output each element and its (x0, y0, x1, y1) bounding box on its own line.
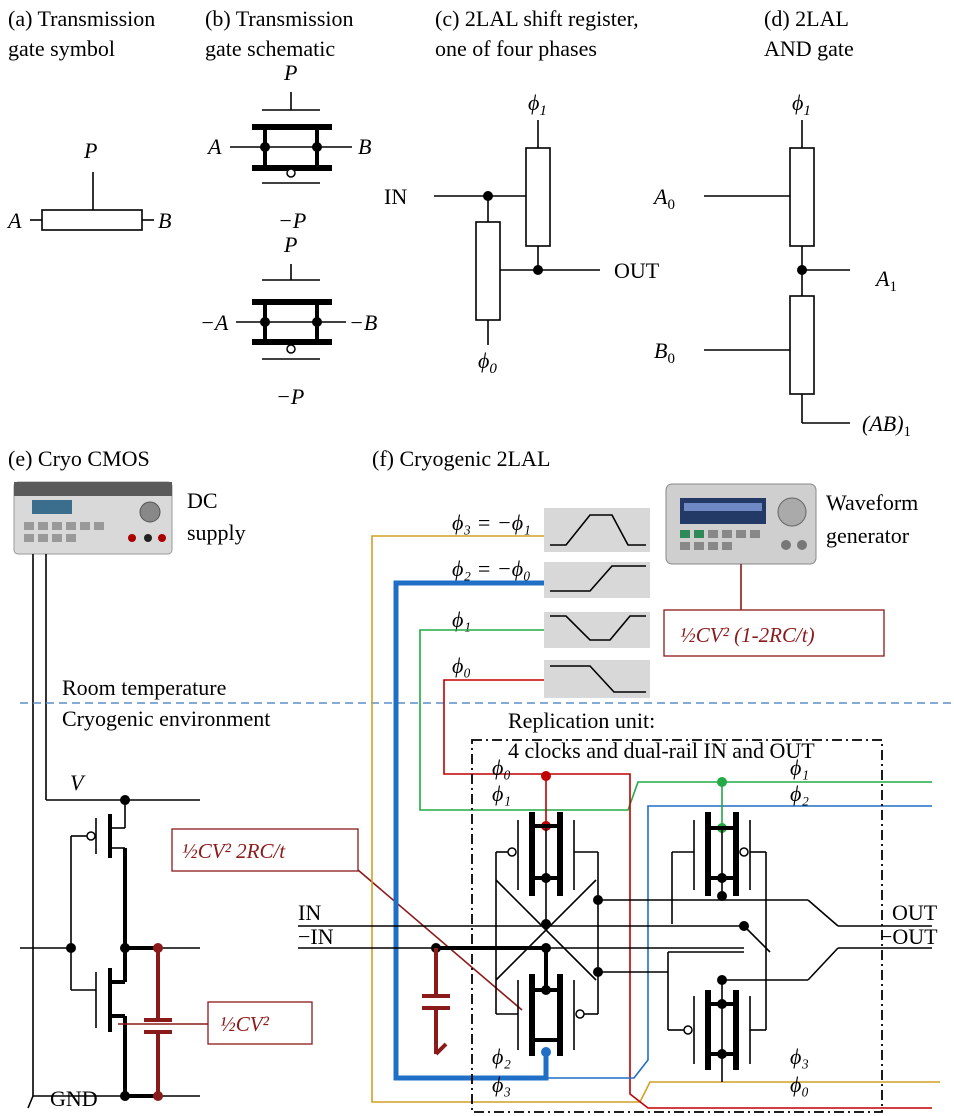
panel-a-title-2: gate symbol (8, 36, 115, 61)
panel-b-bot-b: −B (349, 310, 377, 335)
panel-b-top-p: P (283, 60, 297, 85)
unit-label-1: Replication unit: (508, 708, 655, 733)
phi2-waveform (544, 562, 650, 598)
panel-e-gnd: GND (50, 1086, 98, 1111)
panel-d-a0: A0 (652, 184, 675, 213)
panel-e-supply-1: DC (187, 488, 218, 513)
phi3-waveform (544, 508, 650, 552)
nmos-icon (71, 948, 127, 1096)
panel-e: (e) Cryo CMOS DC supply V GND (8, 446, 523, 1111)
panel-a-a: A (6, 208, 22, 233)
phi3-eq: ϕ₃ = −ϕ₁ (452, 510, 531, 535)
panel-a-p: P (83, 138, 97, 163)
dc-supply-icon (13, 481, 173, 555)
panel-d: (d) 2LAL AND gate ϕ1 A0 A1 B0 (AB)1 (652, 6, 911, 440)
panel-d-ab: (AB)1 (862, 411, 911, 440)
pmos-icon (71, 795, 130, 948)
panel-e-v: V (70, 770, 86, 795)
panel-c-title-1: (c) 2LAL shift register, (435, 6, 639, 31)
panel-c-in: IN (384, 184, 407, 209)
tgate-bottom-right (668, 975, 766, 1082)
panel-a-title-1: (a) Transmission (8, 6, 155, 31)
panel-f: (f) Cryogenic 2LAL Waveform generator ½C… (298, 446, 940, 1113)
panel-b-top-np: −P (278, 208, 306, 233)
panel-d-a1: A1 (874, 266, 897, 295)
panel-e-title: (e) Cryo CMOS (8, 446, 150, 471)
transmission-gate-icon (41, 209, 143, 231)
phi1-waveform (544, 612, 650, 648)
panel-c: (c) 2LAL shift register, one of four pha… (384, 6, 660, 377)
room-label: Room temperature (62, 675, 226, 700)
callout-gate: ½CV² 2RC/t (182, 839, 286, 863)
unit-r-phi2: ϕ₂ (790, 781, 809, 806)
panel-b-top-b: B (358, 134, 371, 159)
f-nin: −IN (298, 924, 334, 949)
gen-label-1: Waveform (826, 490, 918, 515)
f-out: OUT (892, 900, 938, 925)
tgate-top-left (496, 812, 598, 929)
panel-e-supply-2: supply (187, 520, 246, 545)
panel-b-top-a: A (206, 134, 222, 159)
panel-b-bot-a: −A (200, 310, 229, 335)
panel-c-phi1: ϕ1 (528, 90, 547, 119)
callout-gen: ½CV² (1-2RC/t) (680, 623, 815, 647)
panel-b-bot-p: P (283, 232, 297, 257)
phi1-label: ϕ₁ (452, 607, 471, 632)
panel-b: (b) Transmission gate schematic P A B −P… (200, 6, 377, 409)
f-nout: −OUT (880, 924, 938, 949)
f-in: IN (298, 900, 321, 925)
panel-d-title-2: AND gate (764, 36, 854, 61)
panel-b-bot-np: −P (276, 384, 304, 409)
unit-r-phi1: ϕ₁ (790, 755, 809, 780)
panel-f-title: (f) Cryogenic 2LAL (372, 446, 550, 471)
capacitor-icon (144, 948, 172, 1096)
phi0-label: ϕ₀ (452, 653, 471, 678)
unit-label-2: 4 clocks and dual-rail IN and OUT (508, 738, 815, 763)
unit-r-phi3: ϕ₃ (790, 1044, 809, 1069)
tgate-bottom-left (496, 974, 598, 1057)
waveform-generator-icon (665, 483, 817, 565)
tgate-top-right (672, 812, 751, 901)
unit-r-phi0: ϕ₀ (790, 1072, 809, 1097)
unit-phi0: ϕ₀ (492, 755, 511, 780)
panel-c-phi0: ϕ0 (478, 348, 497, 377)
panel-d-phi1: ϕ1 (792, 90, 811, 119)
callout-cap: ½CV² (220, 1012, 270, 1036)
unit-phi1: ϕ₁ (492, 781, 511, 806)
cryo-label: Cryogenic environment (62, 706, 270, 731)
panel-c-title-2: one of four phases (435, 36, 597, 61)
phi0-waveform (544, 660, 650, 698)
phi2-eq: ϕ₂ = −ϕ₀ (452, 556, 531, 581)
panel-d-title-1: (d) 2LAL (764, 6, 849, 31)
panel-b-title-1: (b) Transmission (205, 6, 354, 31)
panel-b-title-2: gate schematic (205, 36, 335, 61)
panel-a-b: B (158, 208, 171, 233)
capacitor-icon (422, 948, 450, 1056)
unit-phi2: ϕ₂ (492, 1044, 511, 1069)
panel-a: (a) Transmission gate symbol P A B (6, 6, 171, 233)
gen-label-2: generator (826, 523, 910, 548)
panel-d-b0: B0 (654, 338, 675, 367)
panel-c-out: OUT (614, 258, 660, 283)
unit-phi3: ϕ₃ (492, 1072, 511, 1097)
